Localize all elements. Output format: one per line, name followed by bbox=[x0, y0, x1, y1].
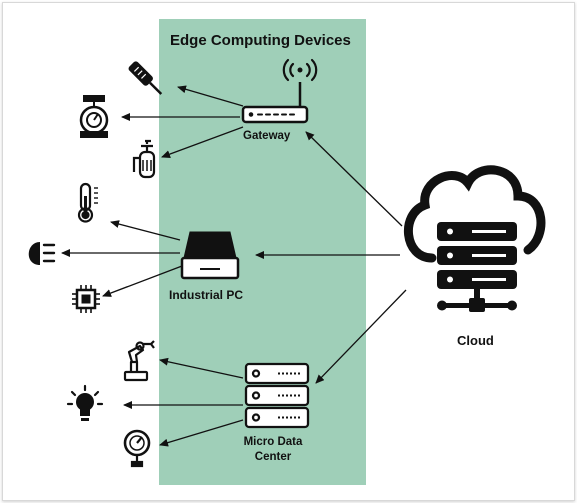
pressure-gauge-icon bbox=[123, 429, 151, 468]
arrow-ipc-to-chip bbox=[102, 265, 183, 297]
scale-icon bbox=[79, 95, 109, 138]
gateway-label: Gateway bbox=[243, 130, 291, 142]
arrow-mdc-to-robot bbox=[159, 357, 244, 379]
arrow-ipc-to-thermometer bbox=[110, 220, 181, 241]
arrow-cloud-to-gateway bbox=[305, 131, 403, 227]
arrow-cloud-to-mdc bbox=[315, 289, 407, 384]
arrow-mdc-to-gauge bbox=[159, 419, 244, 447]
micro-data-center-label-line1: Micro Data bbox=[243, 436, 303, 448]
industrial-pc-label: Industrial PC bbox=[169, 288, 244, 302]
gas-cylinder-icon bbox=[132, 139, 156, 179]
page-title: Edge Computing Devices bbox=[170, 32, 351, 49]
light-bulb-icon bbox=[66, 384, 104, 421]
chip-icon bbox=[72, 285, 100, 313]
thermometer-probe-icon bbox=[128, 61, 163, 95]
server-rack-icon bbox=[244, 362, 310, 429]
thermometer-icon bbox=[77, 182, 98, 223]
gateway-router-icon bbox=[241, 58, 318, 124]
arrow-gateway-to-cylinder bbox=[161, 126, 244, 158]
micro-data-center-label-line2: Center bbox=[254, 451, 292, 463]
industrial-pc-icon bbox=[180, 231, 240, 280]
cloud-label: Cloud bbox=[457, 333, 494, 348]
robot-arm-icon bbox=[123, 340, 155, 382]
arrow-gateway-to-probe bbox=[177, 85, 244, 107]
headlight-icon bbox=[28, 242, 56, 265]
micro-data-center-label: Micro Data Center bbox=[237, 435, 309, 465]
cloud-server-icon bbox=[404, 165, 546, 312]
